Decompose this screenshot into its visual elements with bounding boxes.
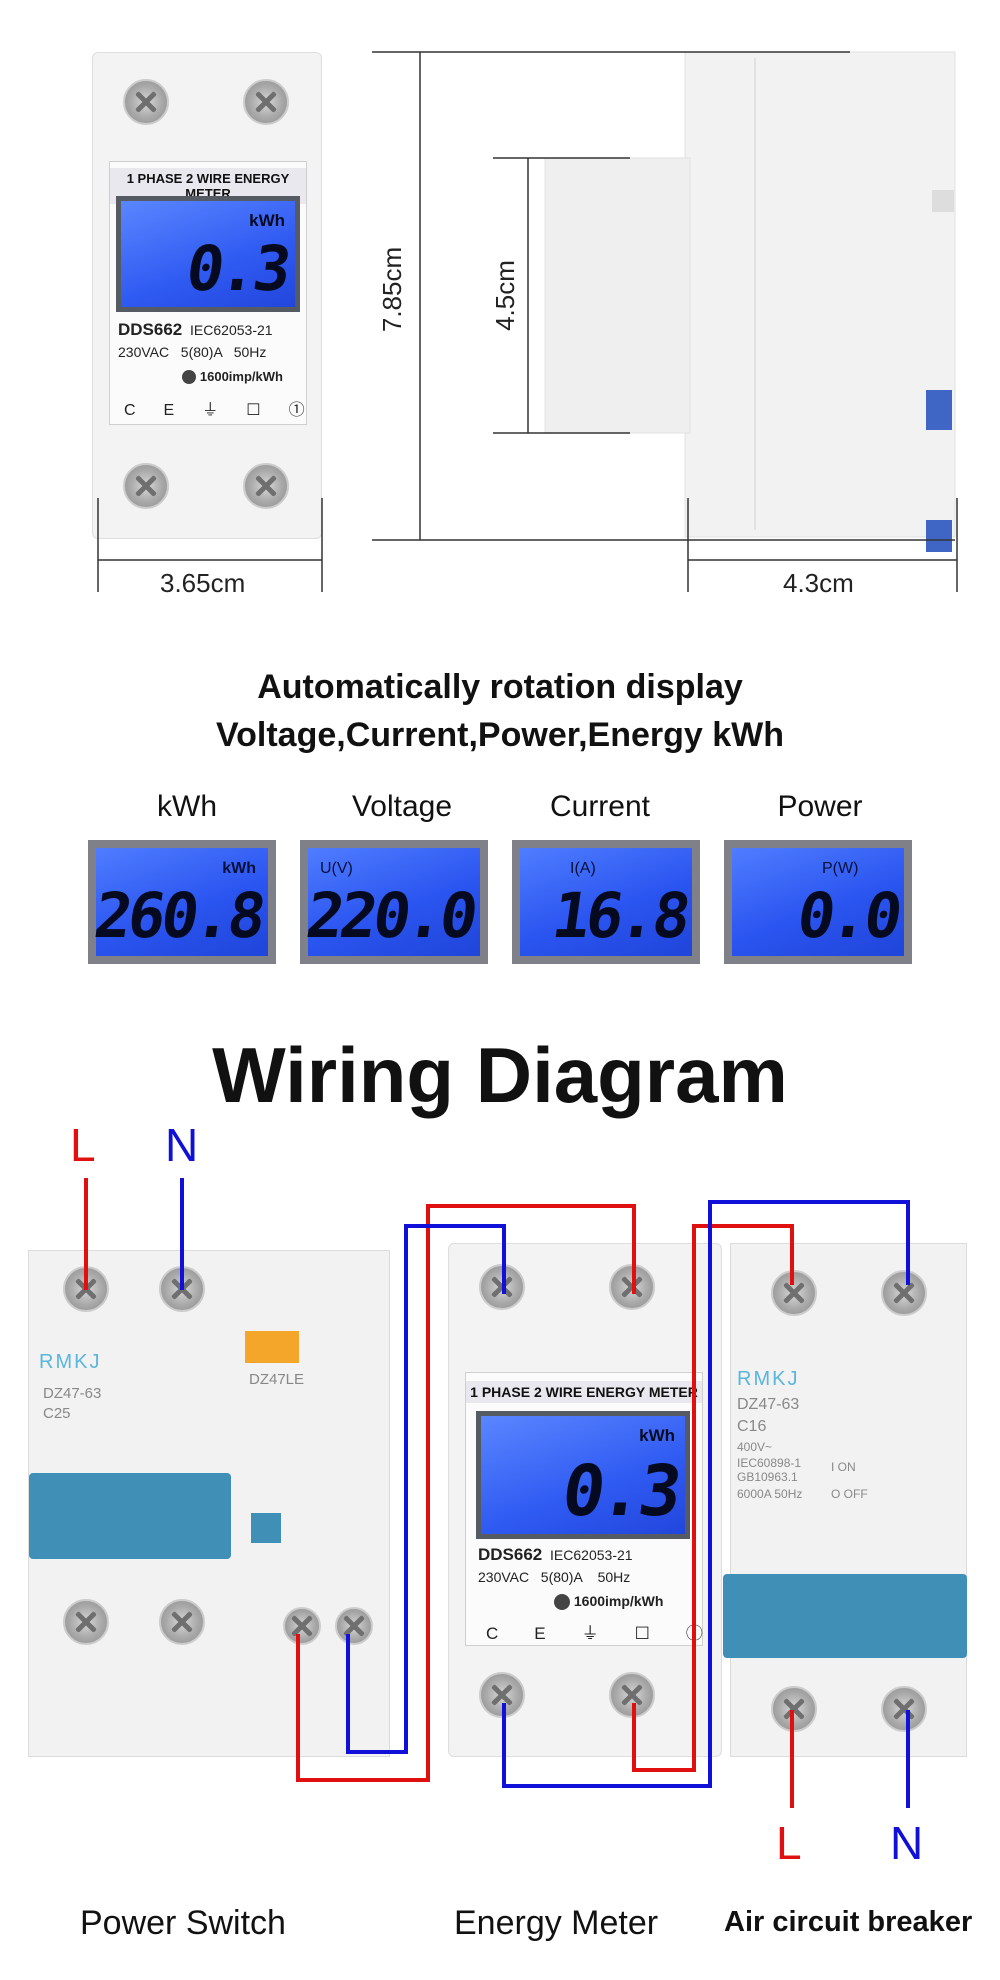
impulse-led-icon [554,1594,570,1611]
air-circuit-breaker-device: RMKJ DZ47-63 C16 400V~ IEC60898-1 GB1096… [723,1243,967,1757]
lcd-kwh: kWh 260.8 [88,840,276,964]
breaker-voltage: 400V~ [737,1440,773,1454]
caption-air-circuit-breaker: Air circuit breaker [724,1906,973,1938]
meter-standard: IEC62053-21 [190,322,273,338]
ce-mark-icon: CE [124,402,203,419]
lcd-unit: kWh [639,1426,675,1445]
power-switch-model: DZ47-63 [43,1385,102,1402]
double-insulation-icon: ☐ [246,402,289,419]
meter-lcd: kWh 0.3 [116,196,300,312]
terminal-screw [335,1607,373,1645]
meter-current: 5(80)A [540,1569,583,1585]
lcd-unit: kWh [249,211,285,230]
meter-faceplate: 1 PHASE 2 WIRE ENERGY METER kWh 0.3 DDS6… [465,1372,703,1646]
meter-frequency: 50Hz [597,1569,631,1585]
rotation-heading-line2: Voltage,Current,Power,Energy kWh [215,716,785,754]
terminal-screw [123,79,169,125]
depth-dimension-label: 4.3cm [783,568,854,598]
meter-impulse: 1600imp/kWh [199,369,283,384]
lcd-power: P(W) 0.0 [724,840,912,964]
power-switch-brand: RMKJ [39,1351,102,1373]
breaker-brand: RMKJ [737,1368,800,1390]
ce-mark-icon: CE [486,1624,582,1643]
breaker-std2: GB10963.1 [737,1470,798,1484]
rcd-model: DZ47LE [249,1371,305,1388]
output-live-label: L [776,1817,802,1869]
lcd-unit: I(A) [570,860,596,877]
meter-model: DDS662 [118,320,183,339]
lcd-unit: kWh [222,860,256,877]
rcd-reset-button [251,1513,281,1543]
display-title-kwh: kWh [157,790,217,823]
display-title-voltage: Voltage [351,790,453,823]
meter-impulse: 1600imp/kWh [573,1593,664,1609]
meter-model: DDS662 [478,1545,543,1564]
breaker-handle [723,1574,967,1658]
lcd-current: I(A) 16.8 [512,840,700,964]
terminal-screw [243,79,289,125]
ground-mark-icon: ⏚ [202,402,247,419]
terminal-screw [243,463,289,509]
meter-faceplate: 1 PHASE 2 WIRE ENERGY METER kWh 0.3 DDS6… [109,161,307,425]
meter-lcd: kWh 0.3 [476,1411,690,1539]
wire-live-to-meter [296,1204,636,1782]
meter-voltage: 230VAC [118,344,170,360]
power-switch-rating: C25 [43,1405,71,1422]
breaker-capacity: 6000A 50Hz [737,1487,803,1501]
terminal-screw [63,1599,109,1645]
terminal-screw [881,1686,927,1732]
breaker-off-label: O OFF [831,1487,868,1501]
wire-live-to-breaker [632,1224,794,1772]
rotation-heading-line1: Automatically rotation display [257,668,743,706]
meter-frequency: 50Hz [233,344,267,360]
energy-meter-device: 1 PHASE 2 WIRE ENERGY METER kWh 0.3 DDS6… [448,1243,722,1757]
breaker-rating: C16 [737,1418,767,1435]
breaker-model: DZ47-63 [737,1396,800,1413]
width-dimension-label: 3.65cm [160,568,246,598]
output-neutral-label: N [890,1817,924,1869]
caption-energy-meter: Energy Meter [454,1904,659,1942]
display-title-power: Power [777,790,863,823]
breaker-std1: IEC60898-1 [737,1456,802,1470]
input-neutral-label: N [165,1119,199,1171]
rcd-test-button [245,1331,299,1363]
terminal-screw [881,1270,927,1316]
meter-current: 5(80)A [180,344,223,360]
caption-power-switch: Power Switch [80,1904,286,1942]
breaker-on-label: I ON [831,1460,856,1474]
meter-title: 1 PHASE 2 WIRE ENERGY METER [466,1381,702,1403]
impulse-led-icon [182,370,196,385]
lcd-unit: P(W) [822,860,859,877]
wire-neutral-to-breaker [502,1200,910,1788]
meter-standard: IEC62053-21 [550,1547,633,1563]
lcd-unit: U(V) [320,860,353,877]
terminal-screw [123,463,169,509]
meter-voltage: 230VAC [478,1569,530,1585]
input-live-label: L [70,1119,96,1171]
lcd-voltage: U(V) 220.0 [300,840,488,964]
meter-side-view [97,51,958,592]
wire-neutral-to-meter [346,1224,506,1754]
power-switch-device: RMKJ DZ47-63 C25 DZ47LE [28,1250,390,1757]
double-insulation-icon: ☐ [634,1624,686,1643]
power-switch-handle [29,1473,231,1559]
class-one-icon: ① [288,402,333,419]
wiring-diagram-title: Wiring Diagram [212,1031,788,1119]
terminal-screw [283,1607,321,1645]
meter-front-view: 1 PHASE 2 WIRE ENERGY METER kWh 0.3 DDS6… [92,52,322,539]
ground-mark-icon: ⏚ [581,1624,635,1643]
terminal-screw [159,1599,205,1645]
display-title-current: Current [549,790,651,823]
terminal-screw [609,1672,655,1718]
